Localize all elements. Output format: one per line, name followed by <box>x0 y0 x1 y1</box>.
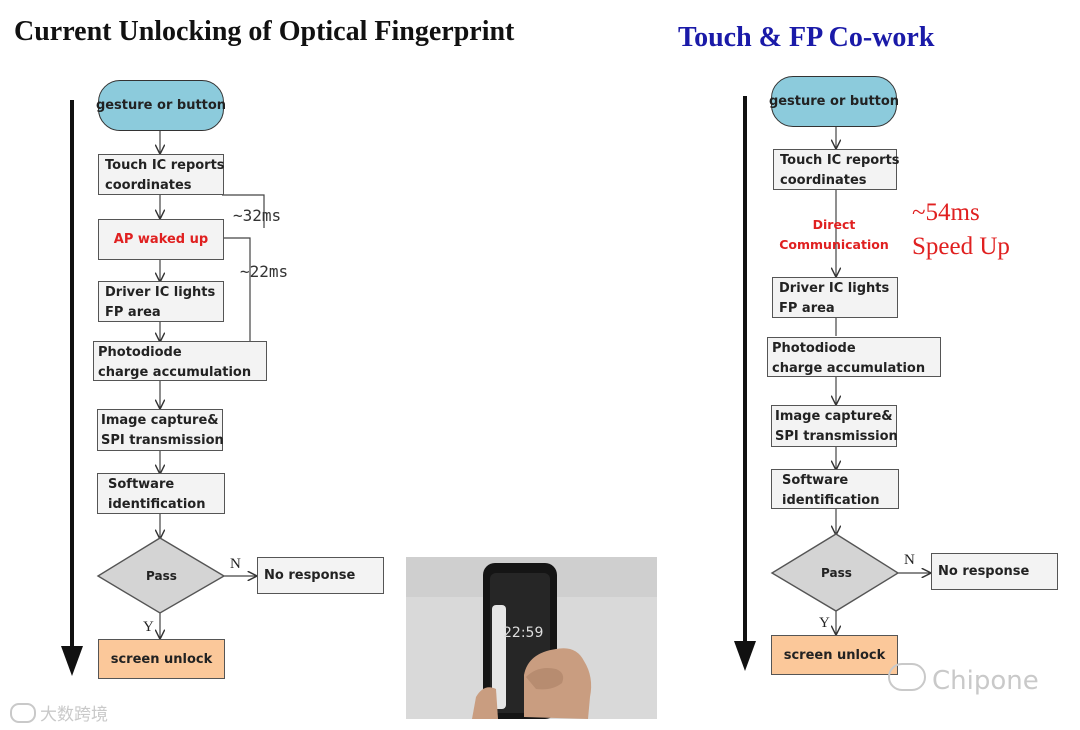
right-direct-communication: Direct Communication <box>772 215 896 255</box>
title-touch-fp-cowork: Touch & FP Co-work <box>678 22 935 53</box>
watermark-left-text: 大数跨境 <box>40 705 108 725</box>
left-touch-ic-line1: Touch IC reports <box>105 158 225 173</box>
right-start-pill: gesture or button <box>769 76 899 127</box>
left-screen-unlock-box: screen unlock <box>98 639 225 679</box>
left-photodiode-line1: Photodiode <box>98 345 182 360</box>
right-touch-ic-line1: Touch IC reports <box>780 153 900 168</box>
left-ap-wake-label: AP waked up <box>113 231 209 247</box>
left-timing-32ms: ~32ms <box>233 206 282 225</box>
right-yes-label: Y <box>819 615 830 631</box>
right-direct-line2: Communication <box>779 237 889 252</box>
left-software-line2: identification <box>108 497 206 512</box>
title-current-unlocking: Current Unlocking of Optical Fingerprint <box>14 16 515 47</box>
right-screen-unlock-box: screen unlock <box>771 635 898 675</box>
left-software-line1: Software <box>108 477 175 492</box>
right-decision-label: Pass <box>821 566 852 580</box>
left-decision-label: Pass <box>146 569 177 583</box>
left-software-box: Software identification <box>97 473 225 514</box>
right-photodiode-line2: charge accumulation <box>772 361 926 376</box>
left-start-pill: gesture or button <box>96 80 226 131</box>
watermark-left: 大数跨境 <box>10 700 108 725</box>
watermark-right: Chipone <box>888 663 1039 696</box>
right-software-line1: Software <box>782 473 849 488</box>
right-image-capture-line2: SPI transmission <box>775 429 898 444</box>
left-photodiode-box: Photodiode charge accumulation <box>93 341 267 381</box>
left-touch-ic-line2: coordinates <box>105 178 192 193</box>
decision-diamond-left <box>96 537 226 614</box>
left-driver-ic-line1: Driver IC lights <box>105 285 216 300</box>
right-touch-ic-box: Touch IC reports coordinates <box>773 149 900 190</box>
right-no-response-label: No response <box>938 563 1030 579</box>
right-driver-ic-box: Driver IC lights FP area <box>772 277 898 318</box>
right-driver-ic-line1: Driver IC lights <box>779 281 890 296</box>
right-image-capture-box: Image capture& SPI transmission <box>771 405 898 447</box>
left-image-capture-box: Image capture& SPI transmission <box>97 409 224 451</box>
left-driver-ic-box: Driver IC lights FP area <box>98 281 224 322</box>
left-no-response-box: No response <box>257 557 384 594</box>
right-no-response-box: No response <box>931 553 1058 590</box>
right-touch-ic-line2: coordinates <box>780 173 867 188</box>
right-photodiode-box: Photodiode charge accumulation <box>767 337 941 377</box>
left-photodiode-line2: charge accumulation <box>98 365 252 380</box>
wechat-logo-icon <box>888 663 926 691</box>
left-touch-ic-box: Touch IC reports coordinates <box>98 154 225 195</box>
phone-clock: 22:59 <box>503 625 544 641</box>
phone-photo <box>406 557 657 719</box>
left-ap-wake-box: AP waked up <box>98 219 224 260</box>
right-driver-ic-line2: FP area <box>779 301 835 316</box>
decision-diamond-right <box>770 533 900 612</box>
right-software-line2: identification <box>782 493 880 508</box>
right-image-capture-line1: Image capture& <box>775 409 893 424</box>
left-yes-label: Y <box>143 619 154 635</box>
right-speedup-note: ~54ms Speed Up <box>912 196 1010 264</box>
left-no-label: N <box>230 556 241 572</box>
left-image-capture-line1: Image capture& <box>101 413 219 428</box>
right-direct-line1: Direct <box>812 217 856 232</box>
right-speedup-line2: Speed Up <box>912 233 1010 260</box>
right-software-box: Software identification <box>771 469 899 509</box>
right-photodiode-line1: Photodiode <box>772 341 856 356</box>
left-driver-ic-line2: FP area <box>105 305 161 320</box>
phone-in-hand-illustration <box>406 557 657 719</box>
watermark-right-text: Chipone <box>932 666 1039 696</box>
left-timing-22ms: ~22ms <box>240 262 289 281</box>
right-no-label: N <box>904 552 915 568</box>
watermark-left-logo-icon <box>10 703 36 723</box>
left-no-response-label: No response <box>264 567 356 583</box>
right-speedup-line1: ~54ms <box>912 199 980 226</box>
left-image-capture-line2: SPI transmission <box>101 433 224 448</box>
